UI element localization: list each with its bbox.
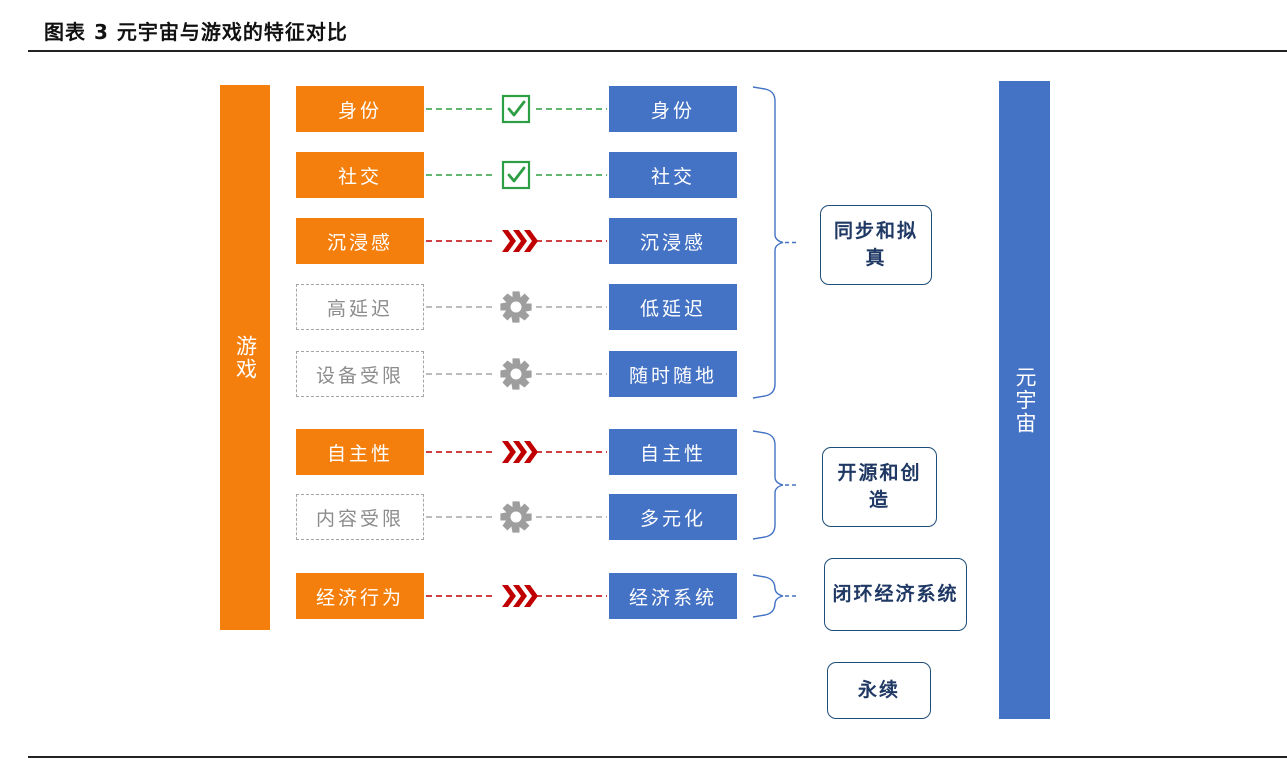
bottom-rule: [28, 756, 1287, 758]
feature-group-box: 闭环经济系统: [824, 558, 967, 631]
metaverse-feature-box: 多元化: [609, 494, 737, 540]
metaverse-feature-box: 沉浸感: [609, 218, 737, 264]
group-brackets: [752, 86, 799, 618]
triple-chevron-icon: [502, 585, 538, 607]
metaverse-feature-box: 身份: [609, 86, 737, 132]
check-icon: [501, 94, 531, 124]
metaverse-feature-box: 低延迟: [609, 284, 737, 330]
group-bracket: [752, 430, 784, 540]
gear-icon: [500, 501, 532, 533]
game-feature-box: 设备受限: [296, 351, 424, 397]
feature-group-box: 同步和拟真: [820, 205, 932, 285]
game-feature-box: 高延迟: [296, 284, 424, 330]
figure-title: 图表 3 元宇宙与游戏的特征对比: [44, 20, 348, 44]
feature-group-box: 开源和创造: [822, 447, 937, 527]
game-feature-box: 沉浸感: [296, 218, 424, 264]
top-rule: [28, 50, 1287, 52]
triple-chevron-icon: [502, 230, 538, 252]
game-feature-box: 身份: [296, 86, 424, 132]
metaverse-feature-box: 随时随地: [609, 351, 737, 397]
metaverse-feature-box: 经济系统: [609, 573, 737, 619]
game-feature-box: 社交: [296, 152, 424, 198]
game-feature-box: 自主性: [296, 429, 424, 475]
metaverse-feature-box: 社交: [609, 152, 737, 198]
feature-group-box: 永续: [827, 662, 931, 719]
triple-chevron-icon: [502, 441, 538, 463]
group-bracket: [752, 574, 784, 618]
group-bracket: [752, 86, 784, 399]
game-feature-box: 内容受限: [296, 494, 424, 540]
gear-icon: [500, 291, 532, 323]
gear-icon: [500, 358, 532, 390]
game-column-bar: 游戏: [220, 85, 270, 630]
metaverse-feature-box: 自主性: [609, 429, 737, 475]
metaverse-column-bar: 元宇宙: [999, 81, 1050, 719]
check-icon: [501, 160, 531, 190]
row-links: [426, 94, 607, 607]
game-feature-box: 经济行为: [296, 573, 424, 619]
